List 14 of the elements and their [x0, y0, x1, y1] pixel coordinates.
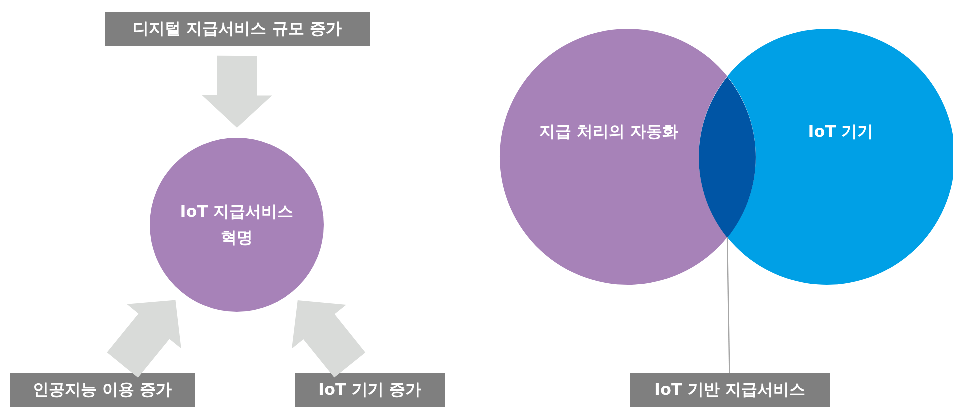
- label-box: IoT 기반 지급서비스: [630, 373, 830, 407]
- overlap-region: [699, 76, 756, 238]
- circle-label: IoT 지급서비스 혁명: [179, 201, 295, 249]
- block-arrow: [292, 300, 366, 378]
- crescent: [500, 29, 728, 285]
- block-arrow: [107, 300, 182, 378]
- block-arrow: [202, 56, 272, 128]
- label-box: 디지털 지급서비스 규모 증가: [105, 12, 370, 46]
- crescent: [727, 29, 953, 285]
- circle-label: IoT 기기: [808, 121, 874, 144]
- label-box: 인공지능 이용 증가: [10, 373, 195, 407]
- circle-label: 지급 처리의 자동화: [539, 121, 679, 144]
- label-box: IoT 기기 증가: [295, 373, 445, 407]
- leader-line: [726, 237, 730, 374]
